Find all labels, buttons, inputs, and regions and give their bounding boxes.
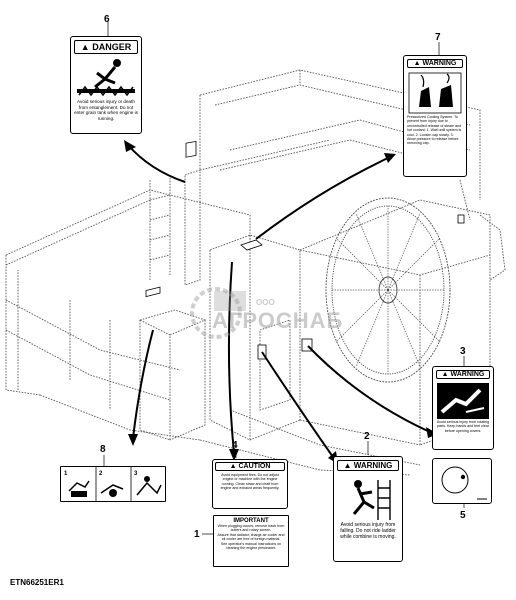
danger-decal: ▲ DANGER Avoid serious injury or death f… bbox=[70, 36, 142, 134]
hand-pinch-pictogram-icon bbox=[437, 383, 489, 419]
important-text-2: Assure that radiator, charge air cooler … bbox=[217, 532, 285, 542]
cooling-warning-decal: ▲ WARNING Pressurized Cooling System. To… bbox=[403, 55, 467, 177]
fall-warning-header: WARNING bbox=[353, 461, 393, 470]
cooling-warning-text: Pressurized Cooling System. To prevent f… bbox=[407, 115, 462, 146]
caution-header: CAUTION bbox=[238, 463, 271, 470]
watermark-logo-icon bbox=[190, 287, 246, 339]
falling-person-pictogram-icon bbox=[352, 480, 391, 520]
callout-4: 4 bbox=[232, 440, 238, 451]
rotary-screen-symbol-icon bbox=[441, 466, 487, 500]
callout-2: 2 bbox=[364, 431, 370, 442]
rotary-symbol-decal bbox=[432, 458, 492, 504]
svg-text:2: 2 bbox=[99, 471, 103, 477]
warning-triangle-icon: ▲ bbox=[441, 371, 449, 378]
fall-warning-text: Avoid serious injury from falling. Do no… bbox=[340, 522, 396, 540]
entanglement-pictogram-icon bbox=[77, 59, 135, 97]
instruction-steps-pictogram-icon: 1 2 3 bbox=[64, 467, 162, 501]
svg-text:1: 1 bbox=[64, 471, 68, 477]
reference-code: ETN66251ER1 bbox=[10, 578, 64, 587]
pinch-warning-text: Avoid serious injury from rotating parts… bbox=[436, 420, 490, 433]
warning-triangle-icon: ▲ bbox=[343, 461, 352, 470]
pinch-warning-decal: ▲ WARNING Avoid serious injury from rota… bbox=[432, 366, 494, 450]
instruction-panels-decal: 1 2 3 bbox=[60, 466, 166, 502]
watermark-small: ООО bbox=[256, 298, 275, 307]
important-header: IMPORTANT bbox=[233, 518, 269, 524]
cooling-warning-header: WARNING bbox=[422, 60, 457, 67]
pinch-warning-header: WARNING bbox=[450, 371, 485, 378]
callout-5: 5 bbox=[460, 510, 466, 521]
callout-8: 8 bbox=[100, 444, 106, 455]
fall-warning-decal: ▲ WARNING Avoid serious injury from fall… bbox=[333, 456, 403, 562]
svg-text:3: 3 bbox=[134, 471, 138, 477]
danger-text: Avoid serious injury or death from entan… bbox=[74, 99, 138, 121]
important-text-3: See operator's manual instructions on cl… bbox=[220, 541, 282, 551]
important-text-1: When plugging occurs, remove trash from … bbox=[217, 524, 285, 533]
warning-triangle-icon: ▲ bbox=[229, 463, 237, 470]
warning-triangle-icon: ▲ bbox=[80, 42, 90, 52]
caution-decal: ▲ CAUTION Avoid equipment fires. Do not … bbox=[212, 459, 288, 509]
hot-coolant-pictogram-icon bbox=[408, 72, 462, 114]
danger-header: DANGER bbox=[92, 42, 132, 52]
callout-3: 3 bbox=[460, 346, 466, 357]
callout-7: 7 bbox=[435, 32, 441, 43]
danger-header-box: ▲ DANGER bbox=[74, 40, 138, 54]
warning-triangle-icon: ▲ bbox=[413, 60, 421, 67]
important-decal: IMPORTANT When plugging occurs, remove t… bbox=[213, 515, 289, 567]
caution-text: Avoid equipment fires. Do not adjust eng… bbox=[220, 473, 280, 491]
callout-6: 6 bbox=[104, 14, 110, 25]
callout-1: 1 bbox=[194, 529, 200, 540]
